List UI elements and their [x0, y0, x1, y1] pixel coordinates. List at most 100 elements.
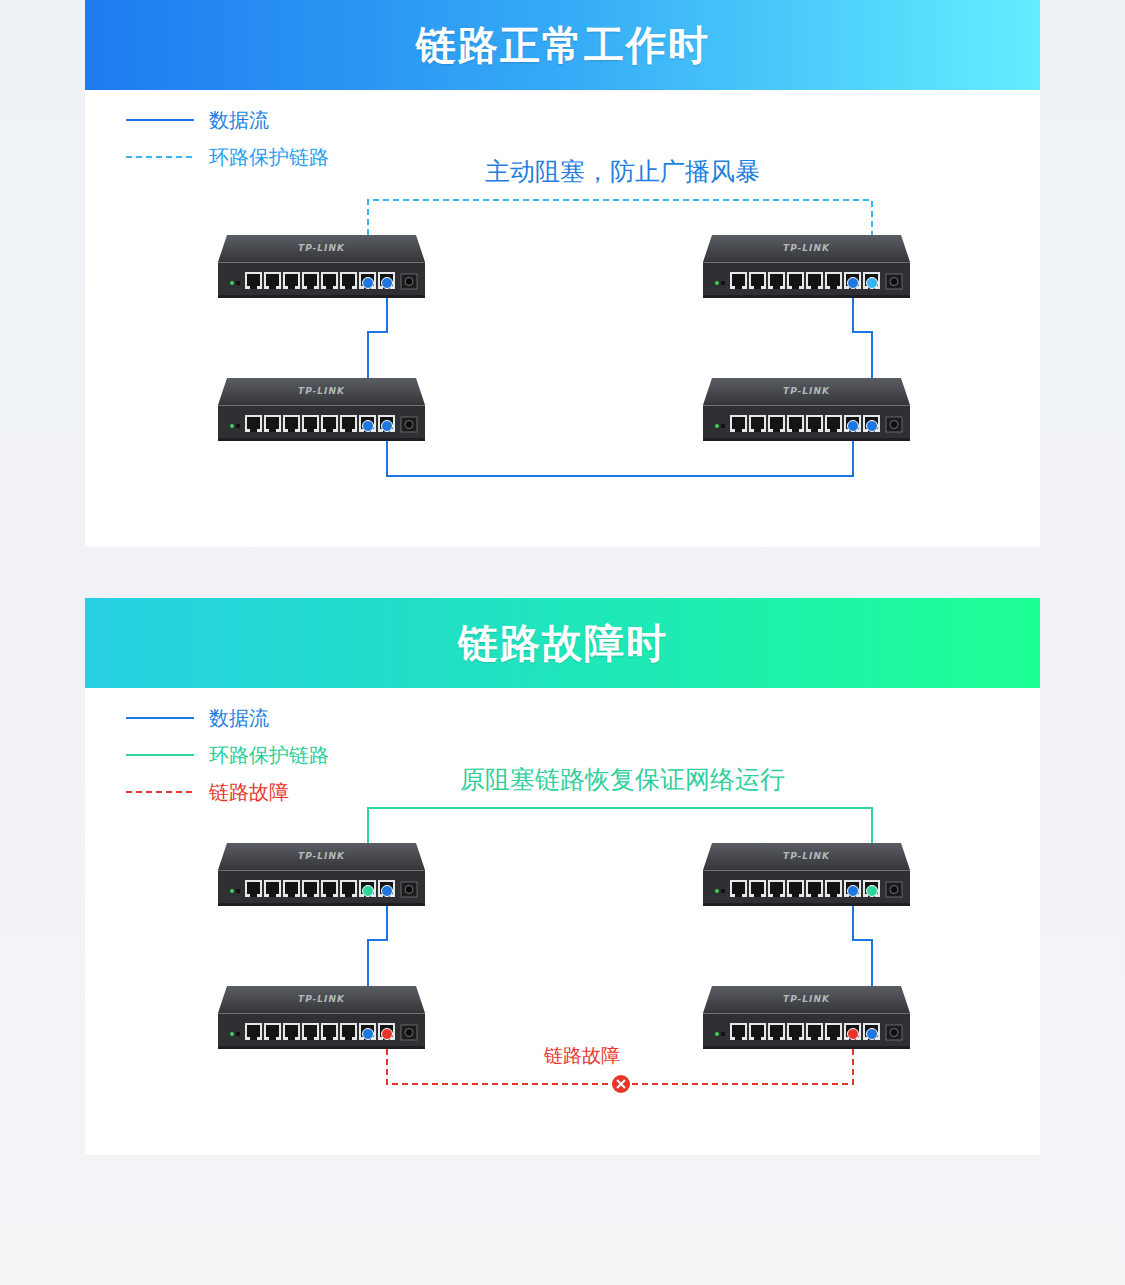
rj45-port	[863, 880, 880, 897]
rj45-port	[321, 272, 338, 289]
rj45-port-notch	[345, 429, 352, 432]
rj45-port	[264, 1023, 281, 1040]
dc-jack	[890, 1029, 898, 1037]
rj45-port-notch	[250, 1037, 257, 1040]
rj45-port-notch	[811, 894, 818, 897]
rj45-port-inner	[789, 274, 802, 286]
dc-jack-frame	[401, 417, 417, 432]
rj45-port-notch	[307, 894, 314, 897]
front-edge	[218, 870, 425, 871]
port-indicator	[867, 1029, 878, 1040]
legend-text: 环路保护链路	[209, 144, 329, 170]
rj45-port-inner	[266, 882, 279, 894]
rj45-port-inner	[827, 882, 840, 894]
rj45-port	[844, 1023, 861, 1040]
rj45-port-notch	[250, 286, 257, 289]
rj45-port-notch	[754, 894, 761, 897]
rj45-port	[749, 880, 766, 897]
switch-top	[703, 986, 910, 1013]
legend-line	[126, 754, 194, 756]
rj45-port	[340, 415, 357, 432]
rj45-port-notch	[792, 894, 799, 897]
power-led	[715, 281, 719, 285]
rj45-port-notch	[792, 1037, 799, 1040]
rj45-port	[768, 880, 785, 897]
rj45-port-notch	[735, 1037, 742, 1040]
dc-jack-frame	[401, 882, 417, 897]
fault-cross	[617, 1080, 625, 1088]
switch-base	[218, 903, 425, 906]
rj45-port-inner	[247, 1025, 260, 1037]
rj45-port	[302, 880, 319, 897]
rj45-port	[825, 272, 842, 289]
brand-logo: TP-LINK	[783, 386, 830, 396]
port-indicator	[867, 886, 878, 897]
switch-front	[218, 262, 425, 298]
switch-base	[703, 1046, 910, 1049]
rj45-port	[283, 272, 300, 289]
front-edge	[703, 262, 910, 263]
rj45-port	[245, 1023, 262, 1040]
dc-jack	[890, 421, 898, 429]
rj45-port-notch	[345, 1037, 352, 1040]
switch-front	[218, 870, 425, 906]
rj45-port-notch	[773, 1037, 780, 1040]
rj45-port	[264, 272, 281, 289]
rj45-port-inner	[323, 882, 336, 894]
rj45-port	[302, 272, 319, 289]
switch-top	[218, 986, 425, 1013]
rj45-port	[730, 1023, 747, 1040]
rj45-port	[264, 880, 281, 897]
dc-jack-frame	[401, 274, 417, 289]
rj45-port-inner	[789, 882, 802, 894]
rj45-port-notch	[792, 286, 799, 289]
rj45-port	[787, 415, 804, 432]
solid-link	[853, 906, 872, 986]
switch-base	[703, 295, 910, 298]
reset-hole	[236, 1032, 240, 1036]
front-edge	[218, 262, 425, 263]
rj45-port-notch	[250, 429, 257, 432]
port-indicator	[363, 886, 374, 897]
section-header: 链路故障时	[85, 598, 1040, 688]
rj45-port-notch	[754, 429, 761, 432]
dc-jack	[405, 278, 413, 286]
front-edge	[703, 870, 910, 871]
reset-hole	[721, 1032, 725, 1036]
port-indicator	[382, 1029, 393, 1040]
rj45-port-inner	[751, 417, 764, 429]
rj45-port-inner	[808, 1025, 821, 1037]
front-edge	[703, 405, 910, 406]
rj45-port	[340, 272, 357, 289]
header-title: 链路正常工作时	[416, 18, 710, 73]
switch-top	[703, 378, 910, 405]
legend-line	[126, 717, 194, 719]
rj45-port	[844, 880, 861, 897]
rj45-port	[863, 272, 880, 289]
rj45-port-inner	[770, 1025, 783, 1037]
rj45-port-inner	[732, 417, 745, 429]
edge-label: 原阻塞链路恢复保证网络运行	[457, 765, 788, 795]
solid-link	[368, 298, 387, 378]
brand-logo: TP-LINK	[783, 851, 830, 861]
legend-text: 数据流	[209, 705, 269, 731]
rj45-port-notch	[830, 894, 837, 897]
network-switch: TP-LINK	[218, 378, 425, 441]
rj45-port	[787, 1023, 804, 1040]
rj45-port	[825, 880, 842, 897]
rj45-port-notch	[754, 286, 761, 289]
legend-sample	[125, 115, 195, 125]
rj45-port-notch	[773, 429, 780, 432]
switch-front	[703, 405, 910, 441]
rj45-port-notch	[269, 429, 276, 432]
port-indicator	[848, 278, 859, 289]
port-indicator	[848, 1029, 859, 1040]
rj45-port	[749, 415, 766, 432]
rj45-port	[321, 1023, 338, 1040]
rj45-port-inner	[342, 274, 355, 286]
legend-sample	[125, 750, 195, 760]
rj45-port	[359, 415, 376, 432]
legend-line	[126, 791, 194, 793]
power-led	[230, 1032, 234, 1036]
dc-jack-frame	[886, 882, 902, 897]
